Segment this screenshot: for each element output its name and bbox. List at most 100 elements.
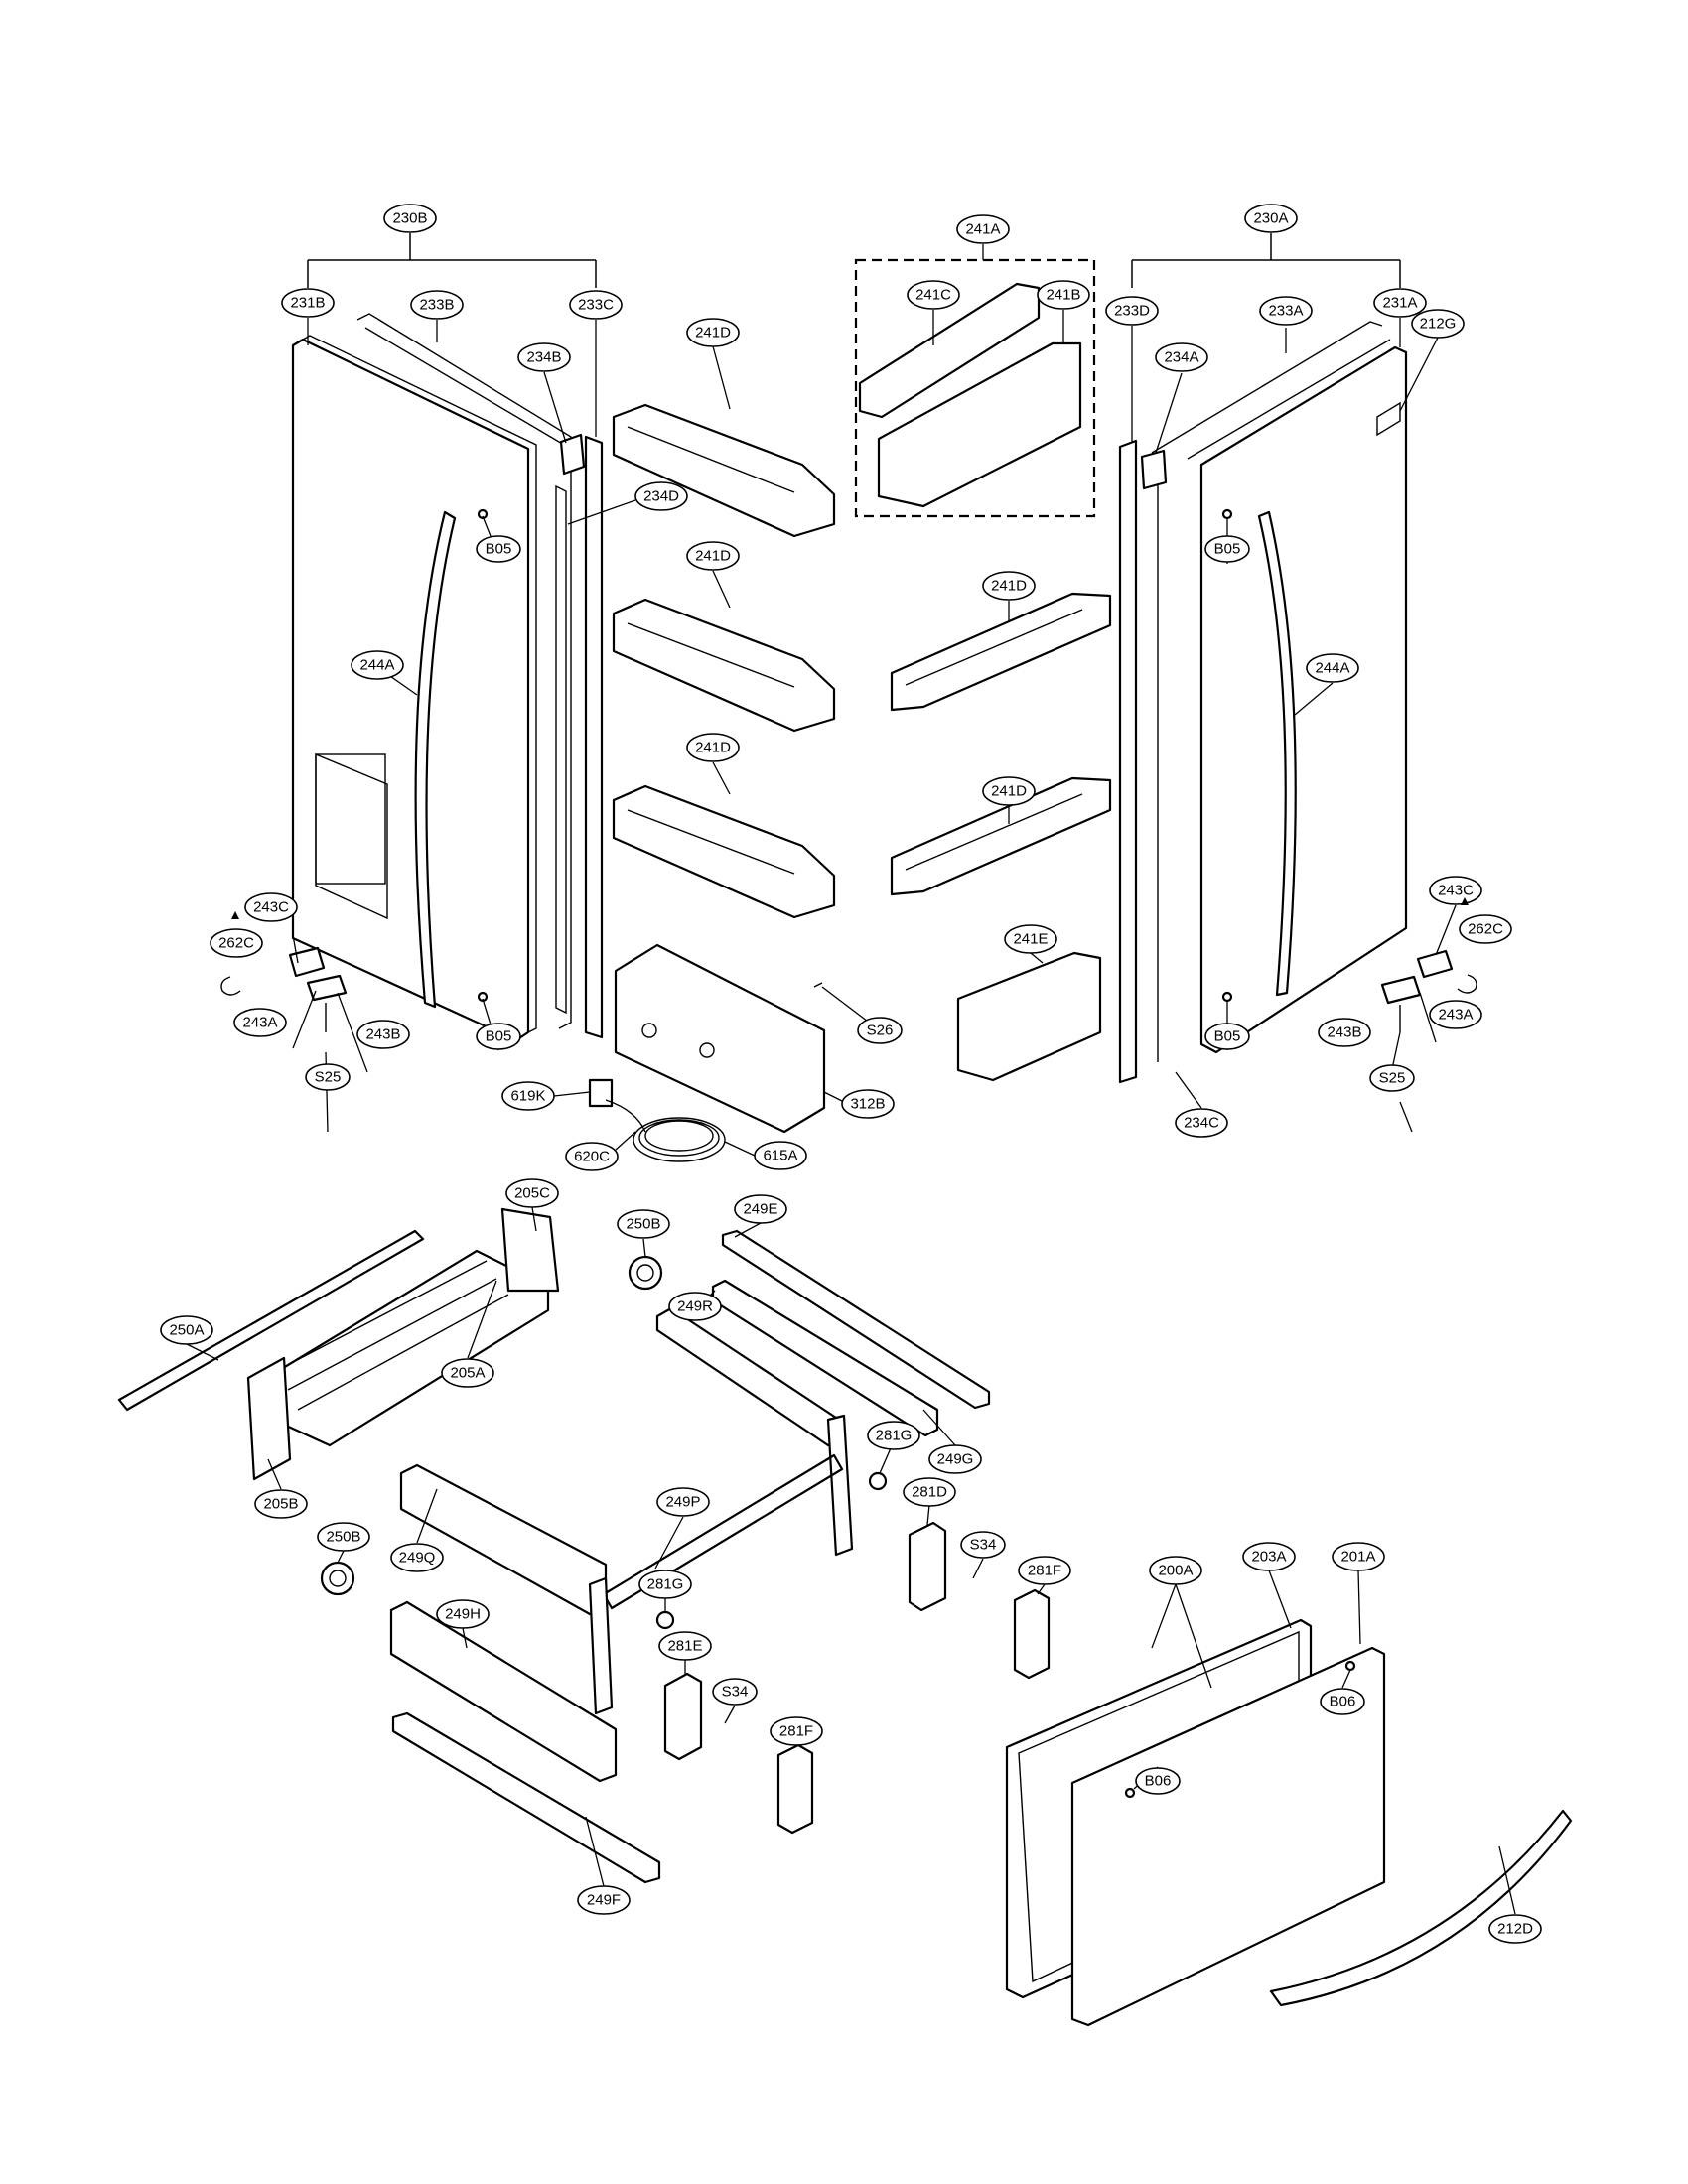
- callout-label: 250A: [169, 1322, 204, 1339]
- callout-label: 243C: [253, 899, 289, 916]
- callout-205C: 205C: [505, 1178, 559, 1208]
- callout-label: S25: [315, 1069, 342, 1086]
- callout-label: 262C: [1468, 921, 1503, 938]
- callout-230A: 230A: [1244, 204, 1298, 233]
- callout-S26: S26: [857, 1017, 903, 1044]
- callout-label: 615A: [763, 1148, 797, 1164]
- callout-230B: 230B: [383, 204, 437, 233]
- callout-281G-left: 281G: [638, 1570, 692, 1599]
- drawer-frame: [320, 1229, 1051, 1884]
- note-marker-right: [1461, 897, 1469, 905]
- callout-label: 281G: [647, 1576, 684, 1593]
- callout-label: 243A: [1438, 1007, 1473, 1024]
- freezer-basket: [117, 1207, 560, 1481]
- callout-label: 233D: [1114, 303, 1150, 320]
- callout-label: 241E: [1013, 931, 1048, 948]
- callout-label: 244A: [359, 657, 394, 674]
- callout-label: S25: [1379, 1070, 1406, 1087]
- callout-label: 249F: [587, 1892, 621, 1909]
- callout-label: B06: [1145, 1773, 1172, 1790]
- callout-label: B05: [1214, 1028, 1241, 1045]
- callout-label: 241A: [965, 221, 1000, 238]
- callout-label: 230B: [392, 210, 427, 227]
- callout-label: B05: [1214, 541, 1241, 558]
- callout-233C: 233C: [569, 290, 623, 320]
- callout-231B: 231B: [281, 288, 335, 318]
- callout-234B: 234B: [517, 342, 571, 372]
- callout-241B: 241B: [1037, 280, 1090, 310]
- callout-label: 243C: [1438, 883, 1474, 899]
- callout-234A: 234A: [1155, 342, 1208, 372]
- callout-label: 234A: [1164, 349, 1198, 366]
- callout-label: 619K: [510, 1088, 545, 1105]
- callout-label: 212D: [1497, 1921, 1533, 1938]
- callout-615A: 615A: [754, 1141, 807, 1170]
- callout-B05-right-bottom: B05: [1204, 1023, 1250, 1050]
- callout-241D-5: 241D: [982, 776, 1036, 806]
- callout-label: 241D: [695, 325, 731, 341]
- callout-label: 212G: [1420, 316, 1457, 333]
- callout-244A-right: 244A: [1306, 653, 1359, 683]
- callout-241D-4: 241D: [982, 571, 1036, 601]
- callout-201A: 201A: [1332, 1542, 1385, 1571]
- callout-250B-top: 250B: [617, 1209, 670, 1239]
- callout-231A: 231A: [1373, 288, 1427, 318]
- callout-label: 281E: [667, 1638, 702, 1655]
- callout-label: 243A: [242, 1015, 277, 1031]
- callout-label: 243B: [1327, 1024, 1361, 1041]
- callout-241A: 241A: [956, 214, 1010, 244]
- callout-619K: 619K: [501, 1081, 555, 1111]
- callout-249H: 249H: [436, 1599, 490, 1629]
- callout-233D: 233D: [1105, 296, 1159, 326]
- callout-B05-right-top: B05: [1204, 535, 1250, 563]
- callout-label: 205B: [263, 1496, 298, 1513]
- callout-label: 241D: [695, 548, 731, 565]
- callout-203A: 203A: [1242, 1542, 1296, 1571]
- callout-262C-right: 262C: [1459, 914, 1512, 944]
- callout-249G: 249G: [928, 1444, 982, 1474]
- callout-label: 281D: [912, 1484, 947, 1501]
- callout-312B: 312B: [841, 1089, 895, 1119]
- water-tank: [588, 943, 826, 1162]
- callout-243B-right: 243B: [1318, 1018, 1371, 1047]
- callout-250A: 250A: [160, 1315, 213, 1345]
- callout-label: 231B: [290, 295, 325, 312]
- callout-244A-left: 244A: [351, 650, 404, 680]
- callout-label: 241B: [1046, 287, 1080, 304]
- callout-label: 249E: [743, 1201, 777, 1218]
- callout-234D: 234D: [634, 481, 688, 511]
- callout-label: S34: [970, 1537, 997, 1554]
- callout-label: 281F: [779, 1723, 813, 1740]
- callout-243C-right: 243C: [1429, 876, 1482, 905]
- callout-label: 241C: [915, 287, 951, 304]
- callout-label: 249R: [677, 1298, 713, 1315]
- callout-249E: 249E: [734, 1194, 787, 1224]
- callout-233A: 233A: [1259, 296, 1313, 326]
- callout-241D-2: 241D: [686, 541, 740, 571]
- callout-label: 241D: [695, 740, 731, 756]
- callout-label: S34: [722, 1684, 749, 1701]
- callout-212G: 212G: [1411, 309, 1465, 339]
- callout-label: 249H: [445, 1606, 481, 1623]
- callout-243B-left: 243B: [356, 1020, 410, 1049]
- callout-B06-top: B06: [1320, 1688, 1365, 1715]
- callout-281F-right: 281F: [1018, 1556, 1071, 1585]
- callout-label: 234C: [1184, 1115, 1219, 1132]
- callout-S34-left: S34: [712, 1678, 758, 1706]
- callout-label: 241D: [991, 578, 1027, 595]
- callout-label: 203A: [1251, 1549, 1286, 1566]
- callout-B05-left-top: B05: [476, 535, 521, 563]
- callout-241D-1: 241D: [686, 318, 740, 347]
- callout-249P: 249P: [656, 1487, 710, 1517]
- callout-label: 233C: [578, 297, 614, 314]
- callout-620C: 620C: [565, 1142, 619, 1171]
- callout-label: 281G: [876, 1428, 913, 1444]
- callout-205A: 205A: [441, 1358, 494, 1388]
- callout-S34-right: S34: [960, 1531, 1006, 1559]
- door-bins: [612, 258, 1112, 1082]
- callout-B05-left-bottom: B05: [476, 1023, 521, 1050]
- callout-234C: 234C: [1175, 1108, 1228, 1138]
- callout-243C-left: 243C: [244, 892, 298, 922]
- callout-243A-left: 243A: [233, 1008, 287, 1037]
- callout-233B: 233B: [410, 290, 464, 320]
